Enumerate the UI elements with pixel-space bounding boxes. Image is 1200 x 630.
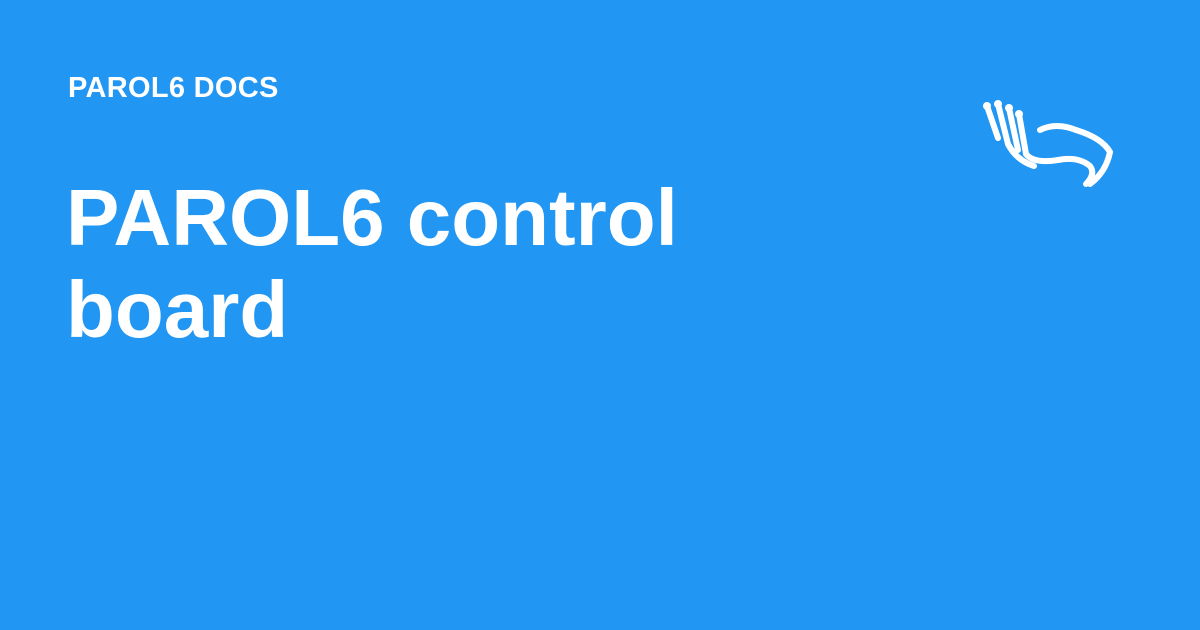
page-title: PAROL6 control board xyxy=(66,173,678,354)
hand-logo-icon xyxy=(978,98,1118,194)
site-name: PAROL6 DOCS xyxy=(68,72,279,104)
